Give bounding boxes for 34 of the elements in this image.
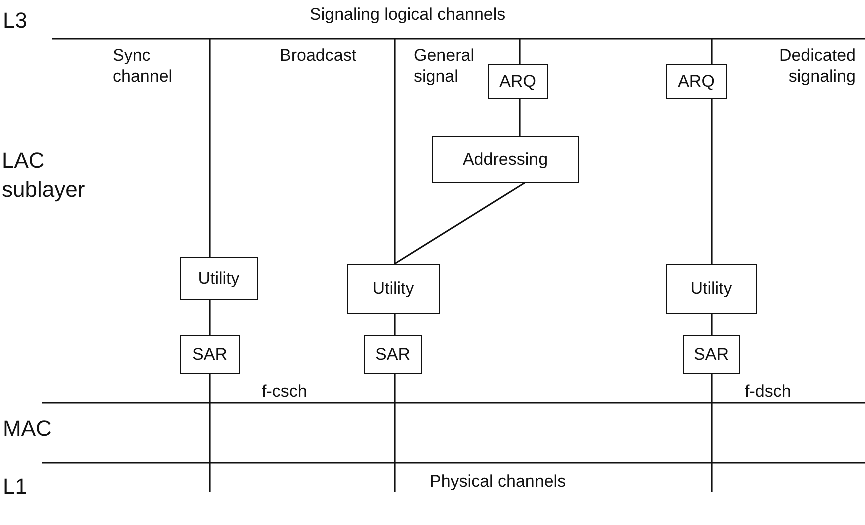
process-box: Utility (347, 264, 440, 314)
layer-name: MAC (3, 415, 53, 443)
connector-line (394, 182, 526, 265)
connector-line (394, 374, 396, 492)
connector-line (209, 39, 211, 257)
connector-line (711, 314, 713, 335)
process-box: Utility (180, 257, 258, 300)
layer-name: L3 (3, 7, 28, 35)
channel-name: General signal (414, 45, 476, 87)
process-box: SAR (180, 335, 240, 374)
process-box: SAR (364, 335, 422, 374)
process-box: ARQ (666, 64, 727, 99)
connector-line (209, 300, 211, 335)
channel-heading: Signaling logical channels (310, 4, 507, 25)
connector-line (711, 374, 713, 492)
process-box: Addressing (432, 136, 579, 183)
connector-line (394, 39, 396, 264)
channel-name: f-dsch (745, 381, 792, 402)
connector-line (711, 99, 713, 264)
layer-name: LAC sublayer (2, 147, 86, 204)
connector-line (711, 39, 713, 64)
connector-line (519, 39, 521, 64)
channel-name: Broadcast (280, 45, 358, 66)
channel-name: Dedicated signaling (778, 45, 856, 87)
connector-line (209, 374, 211, 492)
layer-name: L1 (3, 473, 28, 501)
process-box: Utility (666, 264, 757, 314)
process-box: SAR (683, 335, 740, 374)
channel-name: f-csch (262, 381, 308, 402)
process-box: ARQ (488, 64, 548, 99)
connector-line (394, 314, 396, 335)
channel-heading: Physical channels (430, 471, 568, 492)
channel-name: Sync channel (113, 45, 173, 87)
connector-line (519, 99, 521, 136)
